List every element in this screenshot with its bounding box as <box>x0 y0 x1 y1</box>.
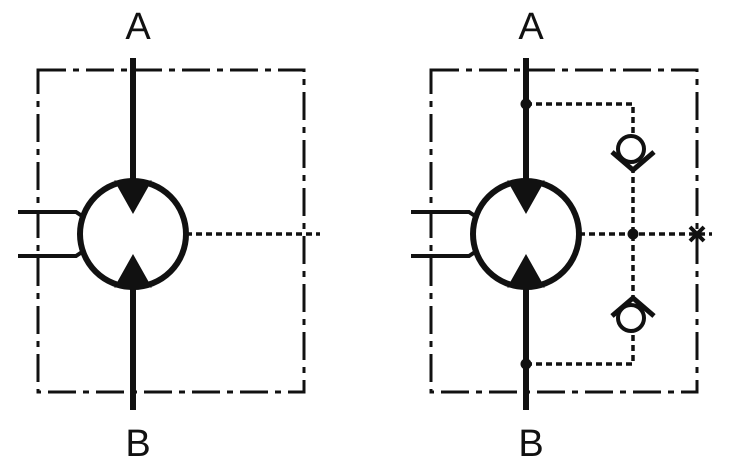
check-valve-seat <box>610 294 656 318</box>
check-valve-seat <box>610 150 656 174</box>
dash-dot-enclosure <box>36 68 306 394</box>
motor-with-check-valves-symbol <box>411 58 712 410</box>
flow-triangle-down <box>507 180 545 215</box>
dash-dot-enclosure <box>429 68 699 394</box>
junction-dot-upper <box>520 98 532 110</box>
upper-pilot-line <box>526 102 635 234</box>
junction-dot-lower <box>520 358 532 370</box>
check-valve-ball <box>616 303 646 333</box>
flow-triangle-down <box>114 180 152 215</box>
port-b-label: B <box>125 423 151 465</box>
check-valve-lower <box>610 294 656 333</box>
shaft-line-upper <box>411 210 483 222</box>
motor-symbol <box>18 58 320 410</box>
port-a-label: A <box>518 6 544 48</box>
check-valve-ball <box>616 134 646 164</box>
junction-dot-center <box>627 228 639 240</box>
shaft-line-lower <box>18 246 90 258</box>
check-valve-upper <box>610 134 656 174</box>
lower-pilot-line <box>526 234 635 366</box>
shaft-line-lower <box>411 246 483 258</box>
port-a-label: A <box>125 6 151 48</box>
flow-triangle-up <box>507 253 545 288</box>
shaft-line-upper <box>18 210 90 222</box>
plugged-port-cross-icon <box>688 225 706 243</box>
flow-triangle-up <box>114 253 152 288</box>
port-b-label: B <box>518 423 544 465</box>
